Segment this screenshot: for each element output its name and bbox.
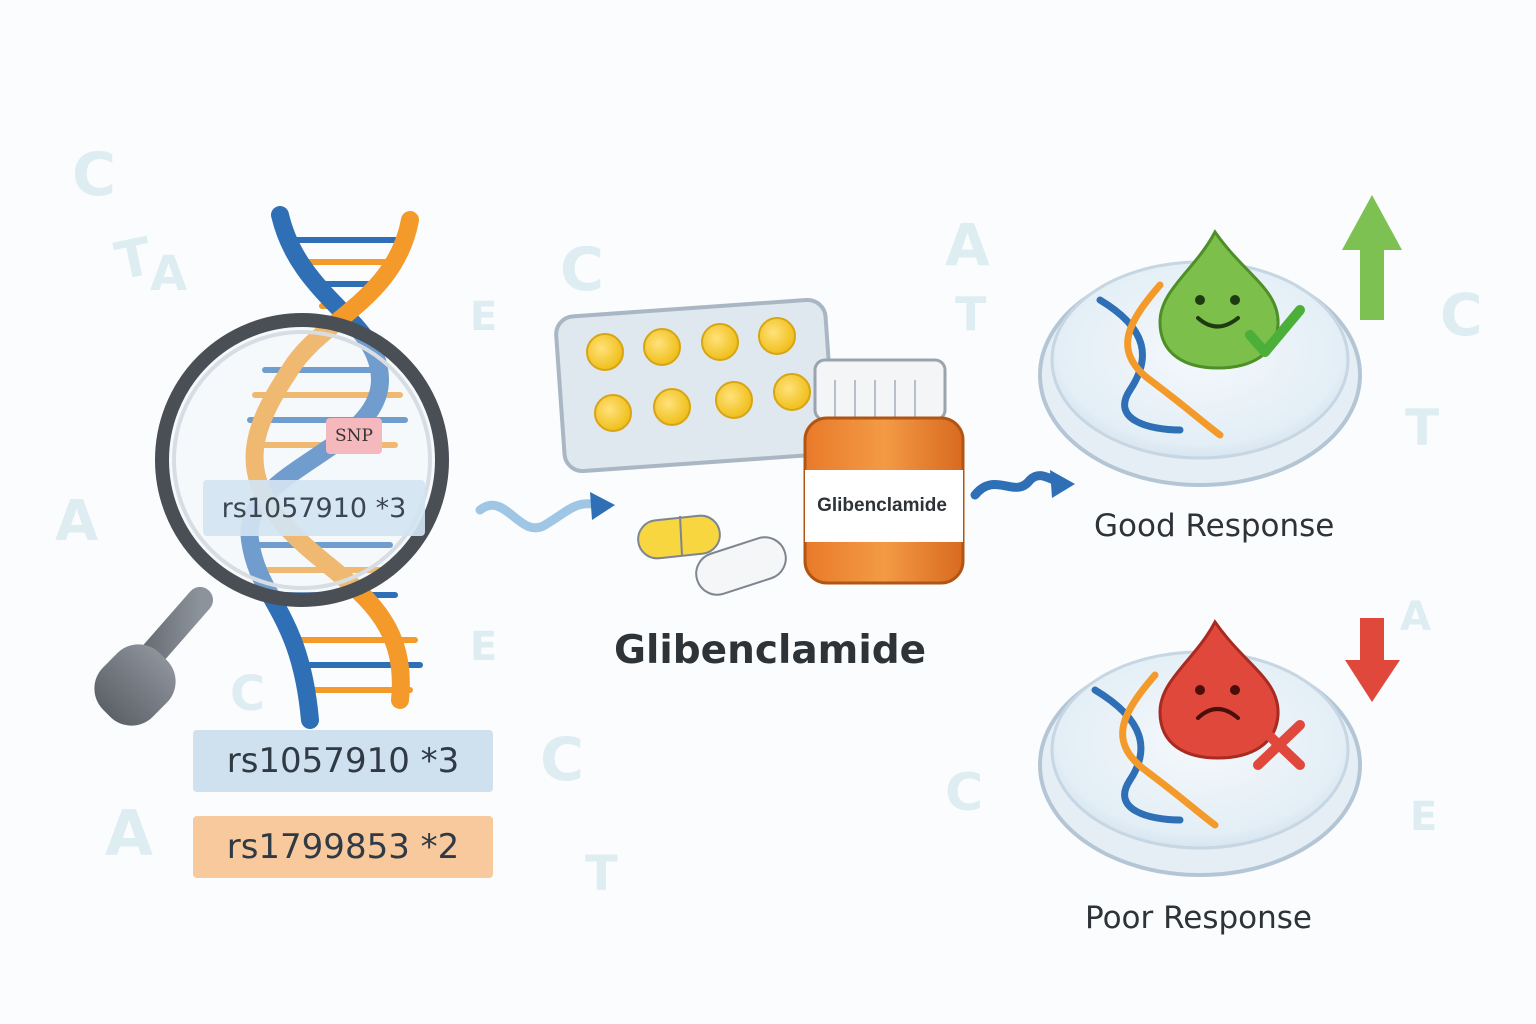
- good-response-label: Good Response: [1094, 508, 1335, 544]
- bottle-label: Glibenclamide: [817, 495, 947, 516]
- medicine-bottle-icon: [803, 358, 965, 585]
- poor-response-petri-dish: [1038, 619, 1362, 877]
- arrow-down-icon: [1345, 618, 1400, 702]
- check-icon: [1245, 305, 1305, 357]
- variant-label-2: rs1799853 *2: [193, 816, 493, 878]
- bg-letter-a3: A: [105, 797, 153, 870]
- snp-tag: SNP: [326, 418, 382, 454]
- bg-letter-c3: C: [540, 725, 584, 795]
- capsule-icons: [637, 514, 787, 596]
- arrow-up-icon: [1342, 195, 1402, 320]
- bg-letter-t2: T: [585, 846, 618, 902]
- magnified-variant-label: rs1057910 *3: [203, 480, 425, 536]
- arrow-drug-to-outcomes: [970, 470, 1075, 500]
- bg-letter-c5: C: [945, 763, 983, 823]
- variant-label-1: rs1057910 *3: [193, 730, 493, 792]
- bg-letter-t3: T: [955, 287, 987, 341]
- bg-letter-e2: E: [1410, 794, 1437, 840]
- bg-letter-e: E: [470, 294, 497, 340]
- cross-icon: [1253, 720, 1305, 770]
- bg-letter-c6: C: [230, 666, 265, 722]
- arrow-genotype-to-drug: [475, 492, 615, 533]
- drug-name-caption: Glibenclamide: [614, 628, 927, 673]
- bg-letter-a: A: [150, 246, 187, 302]
- mini-dna-helix-good: [1096, 281, 1224, 439]
- bg-letter-a2: A: [55, 489, 99, 554]
- bg-letter-c4: C: [1440, 281, 1483, 349]
- mini-dna-helix-poor: [1091, 671, 1219, 829]
- bg-letter-e3: E: [470, 624, 497, 670]
- sad-drop-icon: [1158, 619, 1280, 760]
- poor-response-label: Poor Response: [1085, 900, 1313, 936]
- bg-letter-c2: C: [560, 235, 604, 305]
- good-response-petri-dish: [1038, 229, 1362, 487]
- bg-letter-a4: A: [945, 211, 990, 279]
- blister-pack-icon: [554, 297, 836, 474]
- bg-letter-a5: A: [1400, 594, 1431, 640]
- bg-letter-c: C: [72, 140, 116, 210]
- bg-letter-t4: T: [1405, 399, 1439, 457]
